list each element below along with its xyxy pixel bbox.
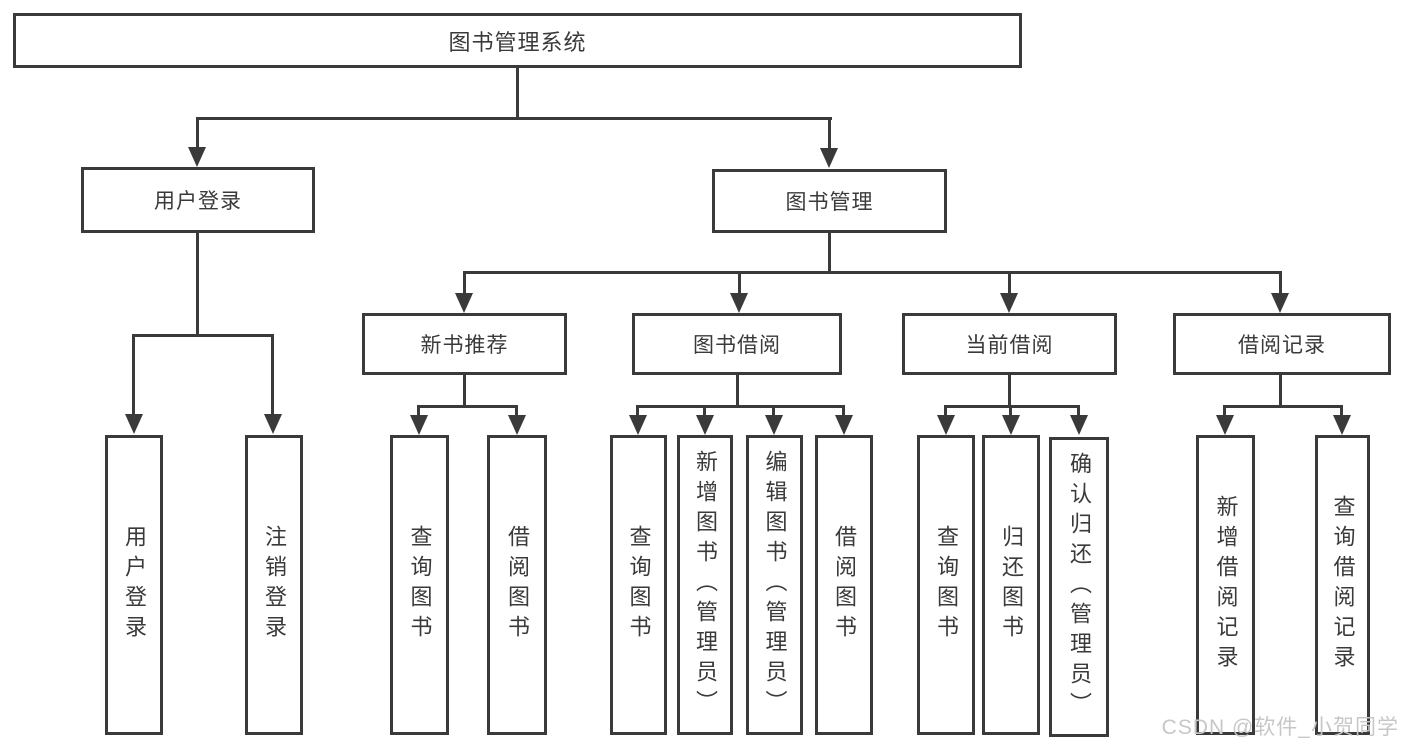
- connector-line: [738, 271, 741, 295]
- connector-line: [196, 233, 199, 337]
- arrowhead-down-icon: [835, 415, 853, 435]
- leaf-label: 新增借阅记录: [1213, 495, 1239, 675]
- arrowhead-down-icon: [508, 415, 526, 435]
- leaf-label: 查询图书: [934, 525, 959, 645]
- arrowhead-down-icon: [188, 147, 206, 167]
- leaf-query-books-borrowing: 查询图书: [610, 435, 667, 735]
- connector-line: [516, 68, 519, 119]
- node-book-management: 图书管理: [712, 169, 947, 233]
- leaf-label: 查询图书: [407, 525, 433, 645]
- arrowhead-down-icon: [696, 415, 714, 435]
- arrowhead-down-icon: [937, 415, 955, 435]
- connector-line: [703, 405, 706, 417]
- leaf-user-login: 用户登录: [105, 435, 163, 735]
- connector-line: [417, 405, 518, 408]
- connector-line: [842, 405, 845, 417]
- leaf-edit-books-admin: 编辑图书（管理员）: [746, 435, 803, 735]
- leaf-label: 查询借阅记录: [1330, 495, 1356, 675]
- connector-line: [196, 117, 199, 150]
- connector-line: [772, 405, 775, 417]
- connector-line: [1340, 405, 1343, 417]
- connector-line: [1279, 375, 1282, 408]
- connector-line: [1008, 375, 1011, 408]
- leaf-label: 确认归还（管理员）: [1067, 452, 1092, 722]
- leaf-add-borrow-record: 新增借阅记录: [1196, 435, 1255, 735]
- node-root-book-management-system: 图书管理系统: [13, 13, 1022, 68]
- connector-line: [828, 233, 831, 274]
- connector-line: [1009, 405, 1012, 417]
- connector-line: [736, 375, 739, 408]
- leaf-borrow-books-recommend: 借阅图书: [487, 435, 547, 735]
- connector-line: [828, 117, 831, 150]
- connector-line: [463, 271, 1282, 274]
- leaf-label: 归还图书: [999, 525, 1024, 645]
- node-current-borrowing: 当前借阅: [902, 313, 1117, 375]
- leaf-label: 借阅图书: [832, 525, 857, 645]
- connector-line: [132, 334, 135, 416]
- leaf-return-books: 归还图书: [982, 435, 1040, 735]
- connector-line: [417, 405, 420, 417]
- connector-line: [196, 117, 832, 120]
- node-book-borrowing: 图书借阅: [632, 313, 842, 375]
- arrowhead-down-icon: [1333, 415, 1351, 435]
- connector-line: [1279, 271, 1282, 295]
- arrowhead-down-icon: [455, 293, 473, 313]
- arrowhead-down-icon: [629, 415, 647, 435]
- leaf-logout: 注销登录: [245, 435, 303, 735]
- arrowhead-down-icon: [1070, 415, 1088, 435]
- leaf-label: 查询图书: [626, 525, 652, 645]
- leaf-label: 借阅图书: [505, 525, 530, 645]
- connector-line: [1223, 405, 1343, 408]
- arrowhead-down-icon: [730, 293, 748, 313]
- arrowhead-down-icon: [125, 414, 143, 434]
- arrowhead-down-icon: [1002, 415, 1020, 435]
- leaf-borrow-books-borrowing: 借阅图书: [815, 435, 873, 735]
- arrowhead-down-icon: [1000, 293, 1018, 313]
- leaf-label: 用户登录: [122, 525, 147, 645]
- connector-line: [636, 405, 639, 417]
- connector-line: [1008, 271, 1011, 295]
- connector-line: [463, 271, 466, 295]
- arrowhead-down-icon: [820, 148, 838, 168]
- arrowhead-down-icon: [264, 414, 282, 434]
- node-borrowing-records: 借阅记录: [1173, 313, 1391, 375]
- arrowhead-down-icon: [1216, 415, 1234, 435]
- connector-line: [944, 405, 947, 417]
- connector-line: [1223, 405, 1226, 417]
- leaf-confirm-return-admin: 确认归还（管理员）: [1049, 437, 1109, 737]
- arrowhead-down-icon: [765, 415, 783, 435]
- connector-line: [515, 405, 518, 417]
- connector-line: [636, 405, 845, 408]
- leaf-query-borrow-record: 查询借阅记录: [1315, 435, 1370, 735]
- leaf-add-books-admin: 新增图书（管理员）: [677, 435, 733, 735]
- arrowhead-down-icon: [410, 415, 428, 435]
- connector-line: [1077, 405, 1080, 417]
- connector-line: [271, 334, 274, 416]
- connector-line: [463, 375, 466, 408]
- connector-line: [944, 405, 1080, 408]
- connector-line: [132, 334, 274, 337]
- node-user-login: 用户登录: [81, 167, 315, 233]
- leaf-query-books-current: 查询图书: [917, 435, 975, 735]
- leaf-query-books-recommend: 查询图书: [390, 435, 449, 735]
- leaf-label: 编辑图书（管理员）: [762, 450, 788, 720]
- leaf-label: 注销登录: [262, 525, 287, 645]
- leaf-label: 新增图书（管理员）: [693, 450, 718, 720]
- node-new-book-recommend: 新书推荐: [362, 313, 567, 375]
- arrowhead-down-icon: [1271, 293, 1289, 313]
- csdn-watermark: CSDN @软件_小贺同学: [1161, 716, 1399, 739]
